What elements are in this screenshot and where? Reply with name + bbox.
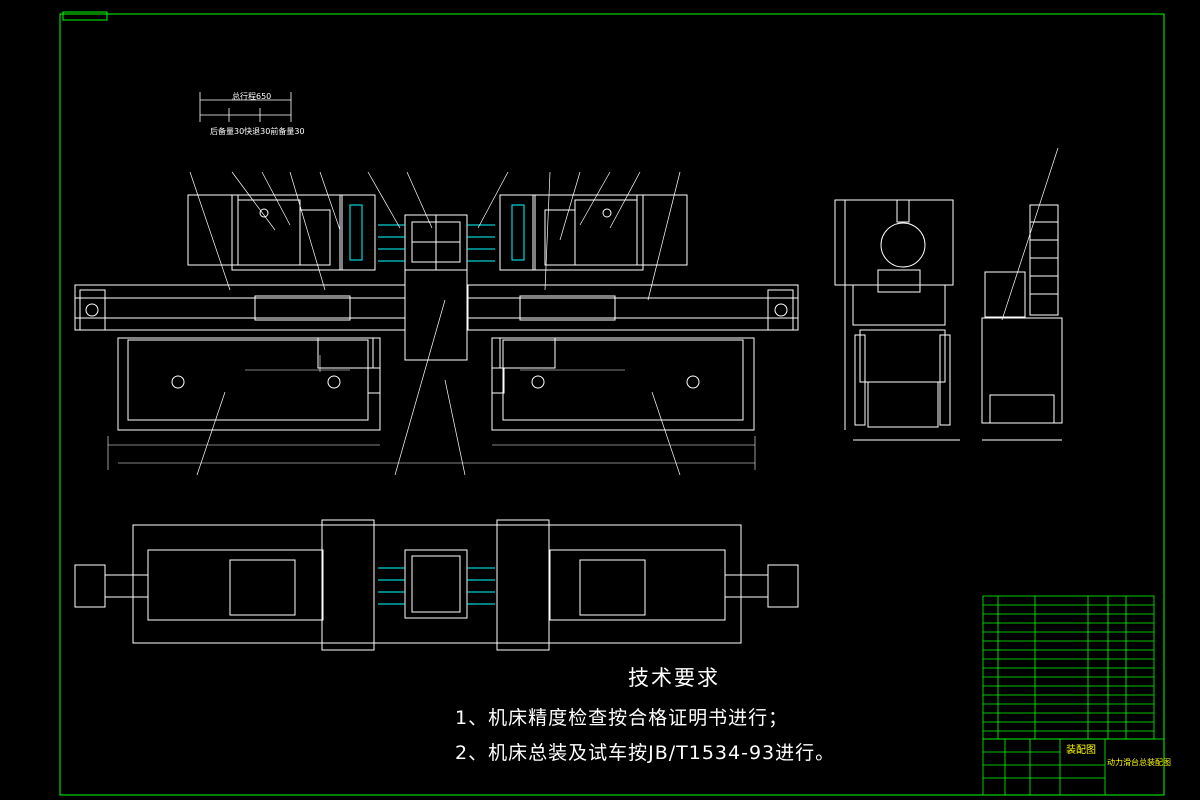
total-stroke-label: 总行程650 — [232, 91, 271, 101]
drawing-frame — [59, 11, 1165, 796]
drawing-name-label: 动力滑台总装配图 — [1107, 757, 1171, 767]
front-view-dimensions — [107, 355, 756, 470]
parts-list-table — [982, 595, 1155, 740]
technical-requirement-1: 1、机床精度检查按合格证明书进行； — [455, 707, 789, 729]
leader-lines — [189, 147, 1059, 476]
technical-requirement-2: 2、机床总装及试车按JB/T1534-93进行。 — [455, 742, 836, 764]
plan-view — [74, 519, 799, 651]
stroke-breakdown-label: 后备量30快退30前备量30 — [210, 126, 305, 136]
front-view — [74, 194, 799, 431]
title-block — [982, 738, 1165, 796]
drawing-type-label: 装配图 — [1066, 743, 1096, 756]
stroke-dimension — [199, 92, 292, 122]
side-view — [834, 199, 1063, 441]
technical-requirements-heading: 技术要求 — [628, 666, 720, 690]
